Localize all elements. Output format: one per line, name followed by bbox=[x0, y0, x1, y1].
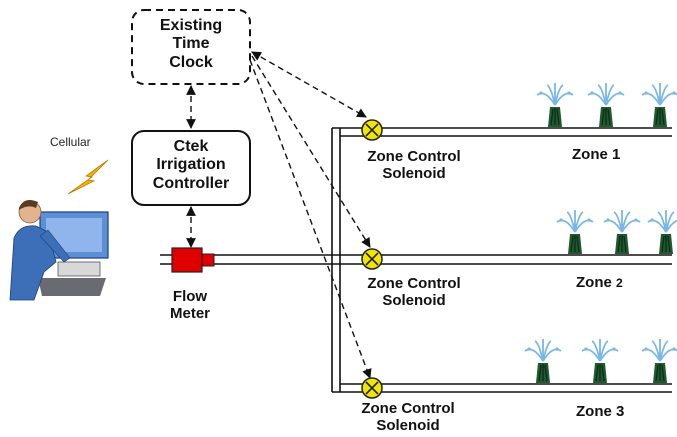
zone-3-word: Zone bbox=[576, 403, 612, 420]
flow-meter-icon bbox=[171, 247, 215, 273]
arrow-clock-solenoid-1 bbox=[251, 51, 367, 118]
cellular-label: Cellular bbox=[50, 135, 91, 149]
controller-line-1: Ctek bbox=[173, 138, 209, 155]
time-clock-line-2: Time bbox=[172, 35, 210, 53]
sprinkler-icon bbox=[581, 338, 619, 384]
solenoid-label-1-line-1: Zone Control bbox=[367, 148, 461, 165]
time-clock-label: Existing Time Clock bbox=[132, 17, 250, 72]
solenoid-icon bbox=[361, 377, 383, 399]
flow-meter-line-2: Meter bbox=[169, 305, 210, 323]
communication-arrows bbox=[186, 51, 372, 379]
controller-line-2: Irrigation bbox=[156, 156, 226, 174]
controller-box bbox=[131, 130, 251, 206]
time-clock-line-1: Existing bbox=[159, 17, 223, 34]
zone-1-word: Zone bbox=[572, 146, 608, 163]
solenoid-label-1: Zone Control Solenoid bbox=[350, 148, 478, 183]
zone-2-word: Zone bbox=[576, 274, 612, 291]
zone-1-sprinklers bbox=[536, 82, 677, 128]
solenoid-label-1-line-2: Solenoid bbox=[382, 165, 446, 183]
arrow-clock-solenoid-2 bbox=[251, 55, 371, 248]
zone-3-sprinklers bbox=[524, 338, 677, 384]
person-computer-icon bbox=[9, 200, 109, 301]
sprinkler-icon bbox=[524, 338, 562, 384]
sprinkler-icon bbox=[536, 82, 574, 128]
sprinkler-icon bbox=[556, 209, 594, 255]
solenoid-label-2-line-2: Solenoid bbox=[382, 292, 446, 310]
zone-2-sprinklers bbox=[556, 209, 677, 255]
arrow-clock-solenoid-3 bbox=[249, 59, 372, 379]
zone-2-number: 2 bbox=[616, 276, 623, 290]
sprinkler-icon bbox=[603, 209, 641, 255]
solenoid-label-3-line-2: Solenoid bbox=[376, 417, 440, 435]
lightning-icon bbox=[67, 159, 109, 195]
sprinkler-icon bbox=[587, 82, 625, 128]
solenoid-icon bbox=[361, 119, 383, 141]
zone-3-label: Zone 3 bbox=[576, 403, 624, 420]
solenoid-label-2-line-1: Zone Control bbox=[367, 275, 461, 292]
sprinkler-icon bbox=[641, 338, 677, 384]
solenoid-label-3-line-1: Zone Control bbox=[361, 400, 455, 417]
pipe-network bbox=[160, 127, 672, 393]
zone-3-number: 3 bbox=[616, 403, 625, 420]
solenoid-label-3: Zone Control Solenoid bbox=[344, 400, 472, 435]
controller-line-3: Controller bbox=[152, 174, 230, 192]
zone-1-number: 1 bbox=[612, 146, 621, 163]
time-clock-box bbox=[131, 9, 251, 85]
sprinkler-icon bbox=[641, 82, 677, 128]
flow-meter-label: Flow Meter bbox=[160, 288, 220, 323]
solenoid-label-2: Zone Control Solenoid bbox=[350, 275, 478, 310]
solenoid-icon bbox=[361, 248, 383, 270]
zone-1-label: Zone 1 bbox=[572, 146, 620, 163]
time-clock-line-3: Clock bbox=[169, 53, 213, 71]
sprinkler-icon bbox=[647, 209, 677, 255]
flow-meter-line-1: Flow bbox=[172, 288, 208, 305]
zone-2-label: Zone 2 bbox=[576, 274, 623, 291]
controller-label: Ctek Irrigation Controller bbox=[132, 138, 250, 193]
